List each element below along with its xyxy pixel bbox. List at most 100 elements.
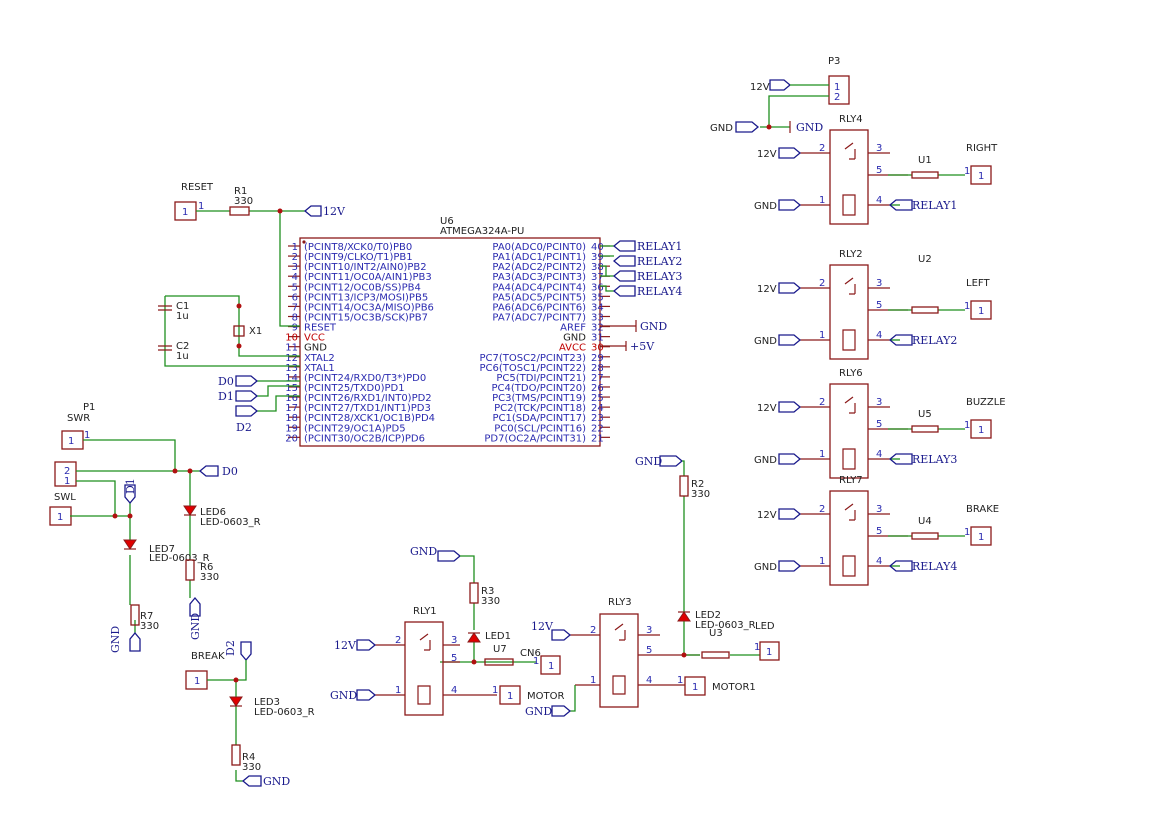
r2-resistor[interactable]: R2 330 bbox=[679, 475, 710, 500]
net-port-d1-switch[interactable]: D1 bbox=[124, 478, 137, 505]
fuse-ref: U1 bbox=[918, 155, 932, 166]
rly3-pin3: 3 bbox=[646, 625, 652, 636]
net-port-relay2[interactable]: RELAY2 bbox=[612, 255, 682, 268]
p3-ref: P3 bbox=[828, 56, 840, 67]
junction bbox=[127, 513, 133, 519]
u6-pin-name: PA6(ADC6/PCINT6) bbox=[492, 302, 586, 313]
net-port-d0-switch[interactable]: D0 bbox=[198, 465, 238, 478]
led2-ref: LED2 bbox=[695, 610, 721, 621]
swl-connector[interactable]: 1 bbox=[49, 506, 72, 526]
motor-num: 1 bbox=[507, 691, 513, 702]
net-port-gnd-r7[interactable]: GND bbox=[109, 626, 141, 653]
u6-pin-number: 24 bbox=[591, 403, 604, 414]
rly1-pin5: 5 bbox=[451, 653, 457, 664]
net-port-relay4[interactable]: RELAY4 bbox=[612, 285, 682, 298]
u6-pin-number: 40 bbox=[591, 242, 604, 253]
x1-crystal[interactable]: X1 bbox=[233, 325, 262, 337]
net-port-gnd-p3[interactable]: GND bbox=[710, 121, 760, 134]
u6-pin-number: 37 bbox=[591, 272, 604, 283]
rly1-pin1: 1 bbox=[395, 685, 401, 696]
net-port-12v-rly1[interactable]: 12V bbox=[334, 639, 377, 652]
rly1-relay[interactable]: RLY1 2 3 5 1 4 bbox=[375, 606, 497, 716]
net-port-relay1[interactable]: RELAY1 bbox=[612, 240, 682, 253]
junction bbox=[236, 343, 242, 349]
motor-connector[interactable]: MOTOR 1 1 bbox=[492, 685, 564, 705]
relay-pin-number: 3 bbox=[876, 143, 882, 154]
motor1-body bbox=[684, 676, 706, 696]
r4-resistor[interactable]: R4 330 bbox=[231, 744, 261, 773]
u6-pin-number: 7 bbox=[292, 302, 298, 313]
net-port-d2[interactable]: D2 bbox=[235, 405, 259, 434]
break-num: 1 bbox=[194, 676, 200, 687]
junction bbox=[112, 513, 118, 519]
output-pin-num: 1 bbox=[964, 420, 970, 431]
u6-pin-name: PC0(SCL/PCINT16) bbox=[494, 423, 586, 434]
u6-right-pins: 40PA0(ADC0/PCINT0)39PA1(ADC1/PCINT1)38PA… bbox=[480, 242, 610, 444]
r6-resistor[interactable]: R6 330 bbox=[185, 559, 219, 583]
relay-pin-number: 1 bbox=[819, 330, 825, 341]
reset-connector[interactable]: RESET 1 1 bbox=[174, 182, 214, 221]
led6-diode[interactable]: LED6 LED-0603_R bbox=[183, 505, 261, 528]
rly3-relay[interactable]: RLY3 2 3 5 1 4 bbox=[570, 597, 700, 708]
p3-connector[interactable]: 1 2 bbox=[828, 75, 850, 105]
u7-fuse[interactable]: U7 bbox=[484, 644, 514, 666]
net-port-relay3[interactable]: RELAY3 bbox=[612, 270, 682, 283]
relay-pin-number: 5 bbox=[876, 419, 882, 430]
port-flag bbox=[437, 550, 462, 562]
break-connector[interactable]: 1 bbox=[185, 670, 208, 690]
r3-resistor[interactable]: R3 330 bbox=[469, 582, 500, 607]
net-port-gnd-led1[interactable]: GND bbox=[410, 545, 462, 562]
u6-pin-number: 20 bbox=[285, 433, 298, 444]
net-port-gnd-rly3[interactable]: GND bbox=[525, 705, 572, 718]
u6-pin-name: GND bbox=[563, 333, 586, 344]
net-port-d2-break[interactable]: D2 bbox=[224, 640, 252, 662]
u6-pin-name: PA7(ADC7/PCINT7) bbox=[492, 312, 586, 323]
u3-fuse[interactable]: U3 bbox=[701, 628, 730, 659]
net-port-gnd-r2[interactable]: GND bbox=[635, 455, 684, 468]
cn6-connector[interactable]: CN6 1 1 bbox=[520, 648, 561, 675]
junction bbox=[277, 208, 283, 214]
net-port-12v-reset[interactable]: 12V bbox=[303, 205, 346, 218]
c1-capacitor[interactable]: C1 1u bbox=[158, 301, 189, 322]
net-label-d1: D1 bbox=[218, 390, 234, 403]
u7-body bbox=[484, 658, 514, 666]
led1-diode[interactable]: LED1 bbox=[467, 631, 511, 643]
net-port-d1[interactable]: D1 bbox=[218, 390, 259, 403]
led2-diode[interactable]: LED2 LED-0603_R bbox=[677, 610, 756, 631]
net-label-relay3: RELAY3 bbox=[637, 270, 682, 283]
net-label-12v-rly3: 12V bbox=[531, 620, 554, 633]
led3-diode[interactable]: LED3 LED-0603_R bbox=[229, 696, 315, 718]
u6-microcontroller[interactable]: U6 ATMEGA324A-PU 1(PCINT8/XCK0/T0)PB02(P… bbox=[285, 216, 610, 447]
net-port-12v-rly3[interactable]: 12V bbox=[531, 620, 572, 641]
u6-pin-number: 36 bbox=[591, 282, 604, 293]
output-num: 1 bbox=[978, 306, 984, 317]
r7-resistor[interactable]: R7 330 bbox=[130, 604, 159, 632]
led-connector[interactable]: 1 1 bbox=[754, 641, 780, 661]
led3-triangle bbox=[229, 696, 243, 707]
net-port-gnd-r4[interactable]: GND bbox=[241, 775, 290, 788]
motor1-connector[interactable]: 1 1 MOTOR1 bbox=[677, 675, 756, 696]
port-flag bbox=[778, 401, 802, 413]
net-port-12v-p3[interactable]: 12V bbox=[750, 79, 792, 93]
output-num: 1 bbox=[978, 425, 984, 436]
port-flag bbox=[189, 596, 201, 617]
u6-pin-name: PC2(TCK/PCINT18) bbox=[494, 403, 586, 414]
c2-capacitor[interactable]: C2 1u bbox=[158, 341, 189, 362]
u6-pin-number: 13 bbox=[285, 363, 298, 374]
u6-pin-number: 25 bbox=[591, 393, 604, 404]
u6-pin-name: VCC bbox=[304, 333, 325, 344]
p1-connector[interactable]: 2 1 bbox=[54, 461, 77, 487]
led7-diode[interactable]: LED7 LED-0603_R bbox=[123, 539, 210, 564]
r1-resistor[interactable]: R1 330 bbox=[229, 186, 253, 216]
net-port-d0[interactable]: D0 bbox=[218, 375, 259, 388]
net-port-gnd-rly1[interactable]: GND bbox=[330, 689, 377, 702]
p1-body bbox=[54, 461, 77, 487]
fuse-body bbox=[911, 532, 939, 540]
net-port-gnd-r6[interactable]: GND bbox=[189, 596, 202, 640]
u6-pin-number: 22 bbox=[591, 423, 604, 434]
r7-ref: R7 bbox=[140, 611, 153, 622]
